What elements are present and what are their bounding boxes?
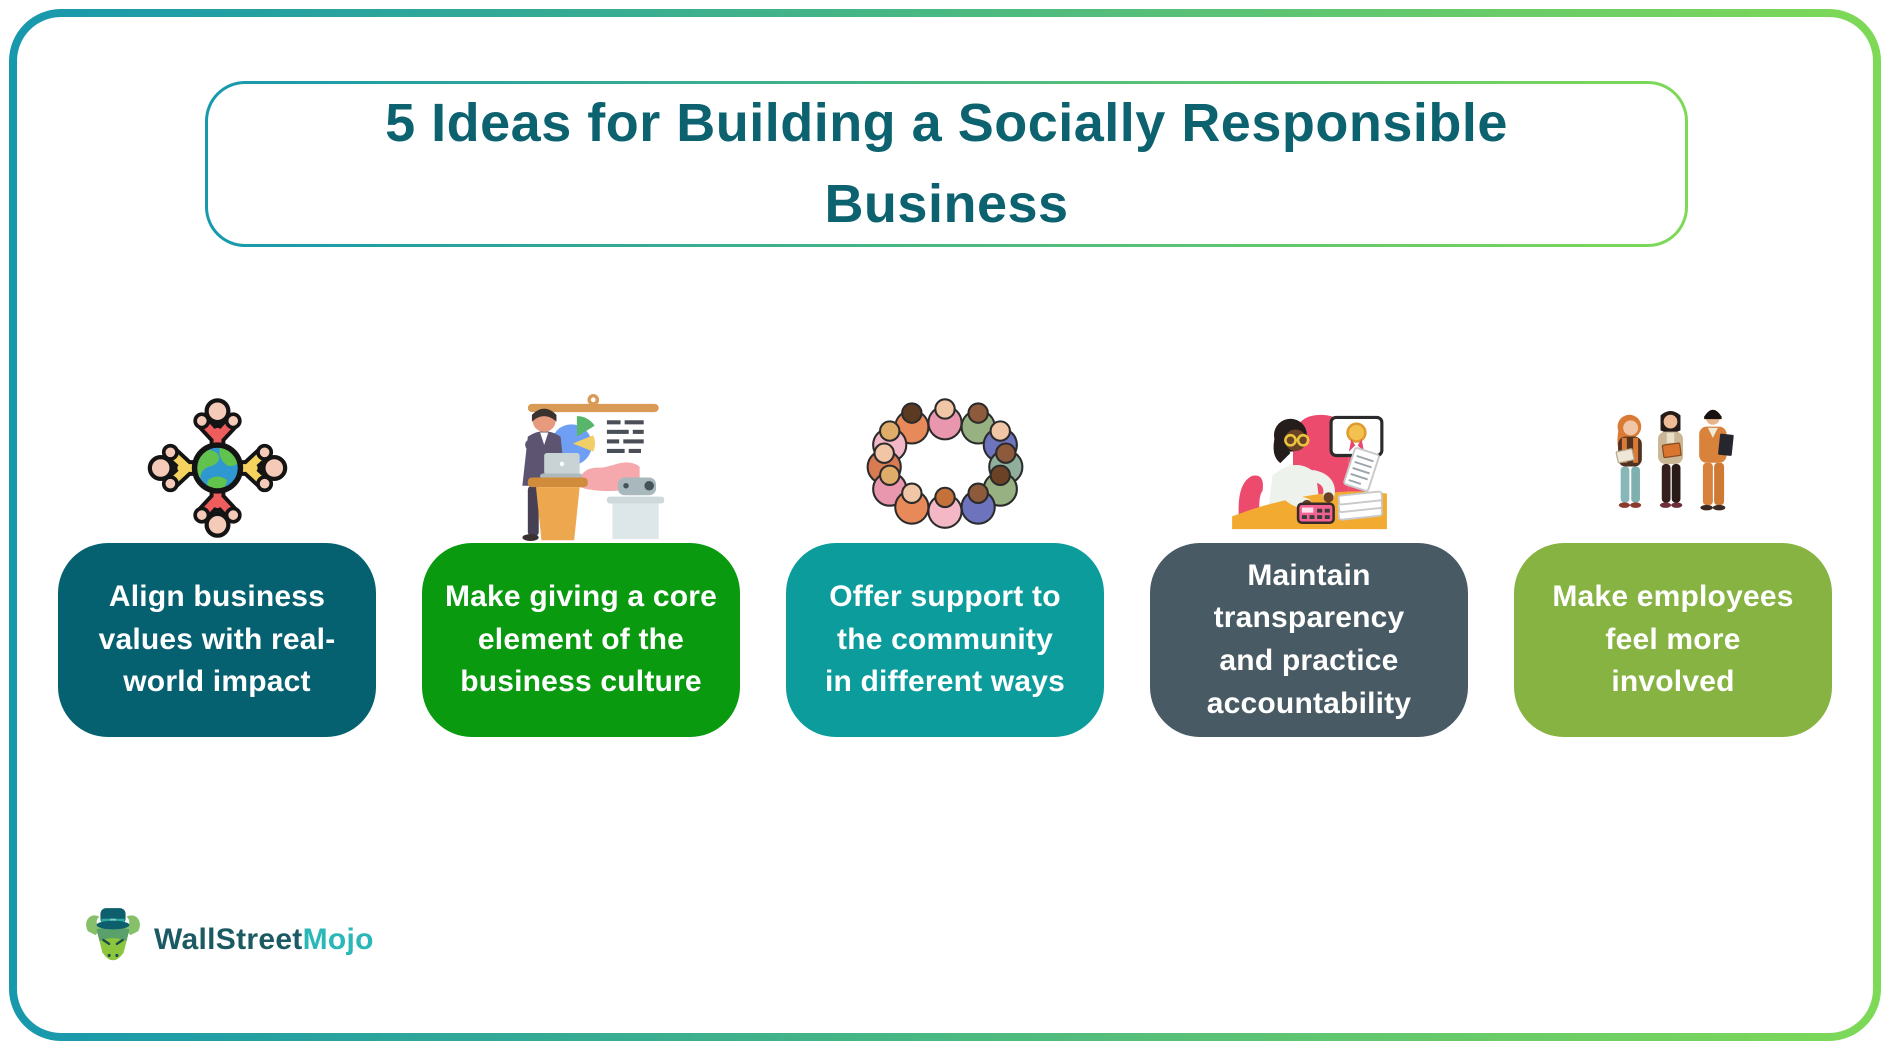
ideas-row: Align business values with real- world i… — [0, 388, 1890, 737]
card-label: Offer support to the community in differ… — [824, 580, 1066, 699]
people-around-globe-icon — [58, 388, 376, 543]
card-label: Make employees feel more involved — [1552, 580, 1794, 699]
idea-card-5: Make employees feel more involved — [1514, 543, 1832, 737]
brand-name-primary: WallStreet — [154, 923, 303, 956]
community-group-hug-circle-icon — [786, 388, 1104, 543]
idea-column-4: Maintain transparency and practice accou… — [1150, 388, 1468, 737]
brand-name-secondary: Mojo — [302, 923, 374, 956]
idea-column-3: Offer support to the community in differ… — [786, 388, 1104, 737]
page-title: 5 Ideas for Building a Socially Responsi… — [385, 93, 1508, 234]
idea-card-1: Align business values with real- world i… — [58, 543, 376, 737]
accountant-reviewing-documents-icon — [1150, 388, 1468, 543]
idea-card-2: Make giving a core element of the busine… — [422, 543, 740, 737]
bull-with-top-hat-icon — [86, 908, 140, 961]
title-box: 5 Ideas for Building a Socially Responsi… — [205, 81, 1688, 247]
idea-column-5: Make employees feel more involved — [1514, 388, 1832, 737]
idea-column-1: Align business values with real- world i… — [58, 388, 376, 737]
card-label: Align business values with real- world i… — [98, 580, 336, 699]
title-box-inner: 5 Ideas for Building a Socially Responsi… — [208, 84, 1685, 244]
card-label: Make giving a core element of the busine… — [444, 580, 718, 699]
presenter-at-podium-icon — [422, 388, 740, 543]
three-employees-walking-icon — [1514, 388, 1832, 543]
idea-card-4: Maintain transparency and practice accou… — [1150, 543, 1468, 737]
card-label: Maintain transparency and practice accou… — [1206, 558, 1412, 720]
idea-column-2: Make giving a core element of the busine… — [422, 388, 740, 737]
idea-card-3: Offer support to the community in differ… — [786, 543, 1104, 737]
